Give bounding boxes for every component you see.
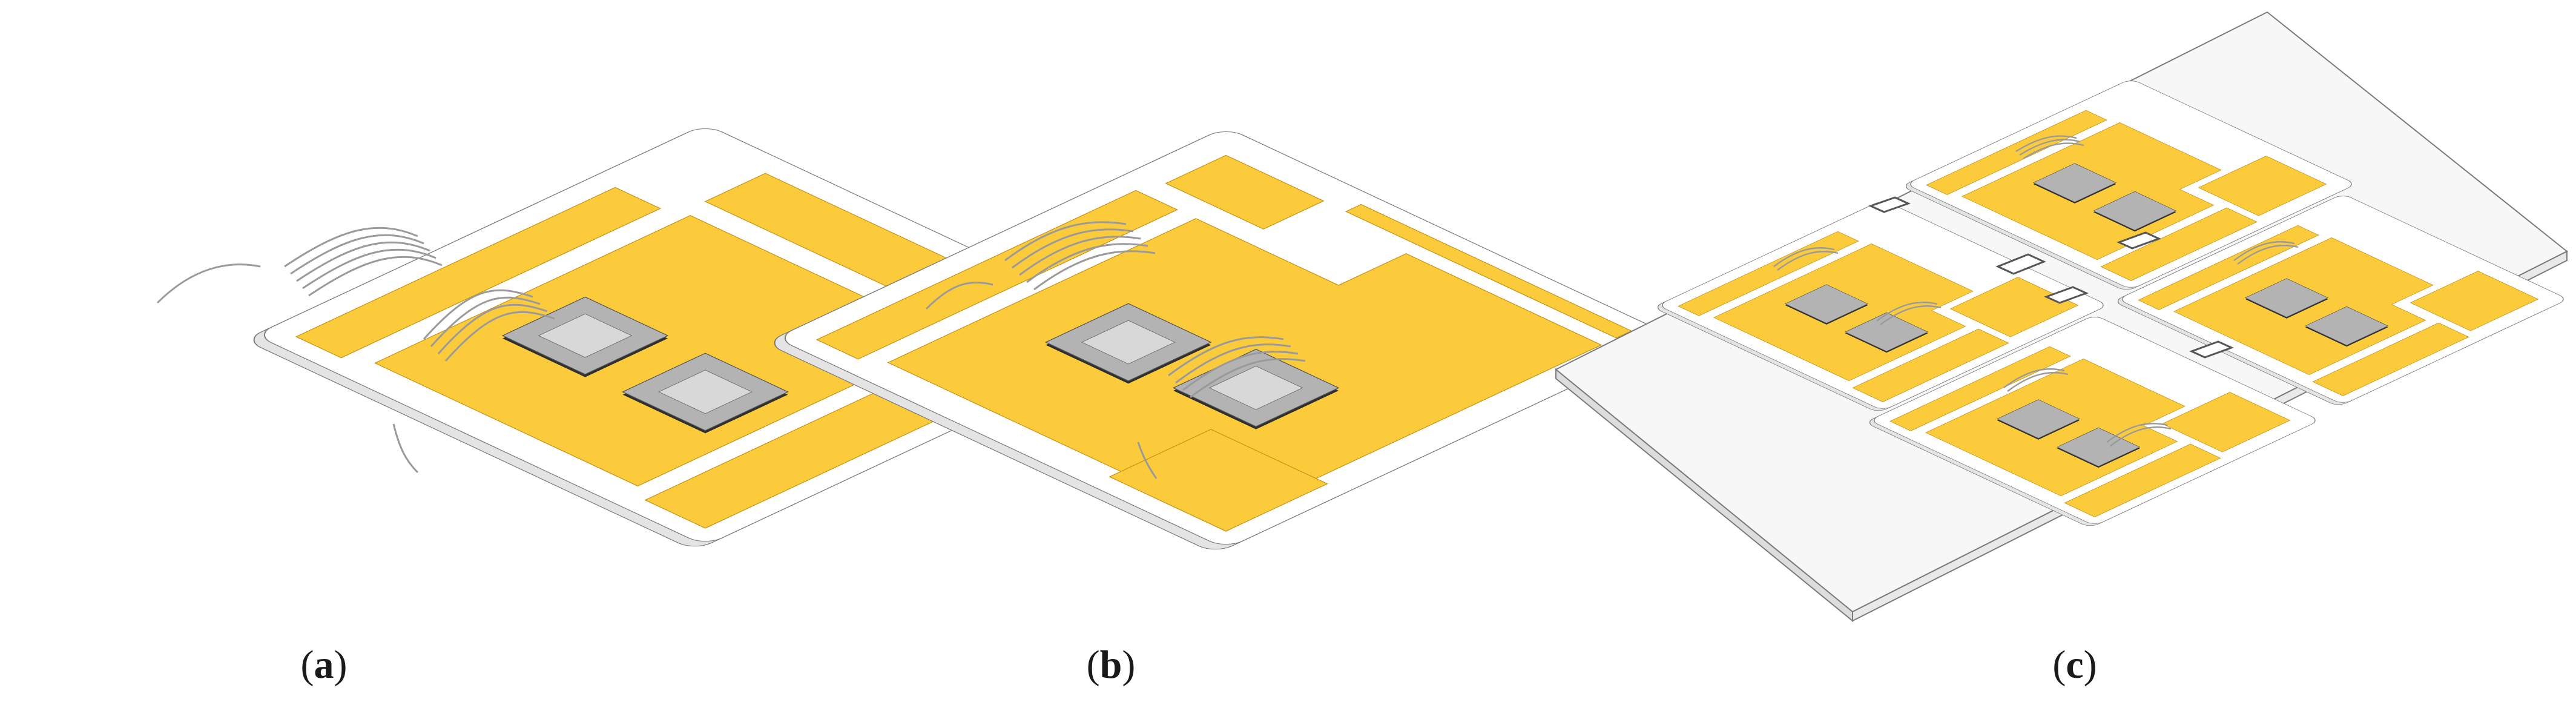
- substrate-c4: [2117, 196, 2564, 405]
- panel-a: [156, 128, 1147, 547]
- substrate-c1: [1657, 202, 2104, 411]
- substrate-b: [774, 131, 1668, 550]
- panel-c: [1555, 11, 2568, 623]
- substrate-a: [253, 128, 1147, 547]
- panel-b: [774, 131, 1668, 550]
- die-b2: [1172, 348, 1340, 429]
- die-b1: [1044, 303, 1212, 384]
- caption-c: (c): [2052, 643, 2097, 687]
- bond-wires-b: [925, 221, 1306, 479]
- bond-wires-a: [156, 227, 555, 474]
- die-a2: [622, 353, 789, 434]
- bond-wires-c: [1773, 135, 2299, 446]
- caption-b: (b): [1086, 643, 1136, 687]
- caption-a: (a): [300, 643, 348, 687]
- substrate-c3: [1869, 317, 2316, 526]
- copper-traces-b: [815, 154, 1633, 532]
- substrate-c2: [1905, 81, 2352, 290]
- die-a1: [501, 296, 669, 377]
- interconnect-clips-c: [1868, 196, 2234, 359]
